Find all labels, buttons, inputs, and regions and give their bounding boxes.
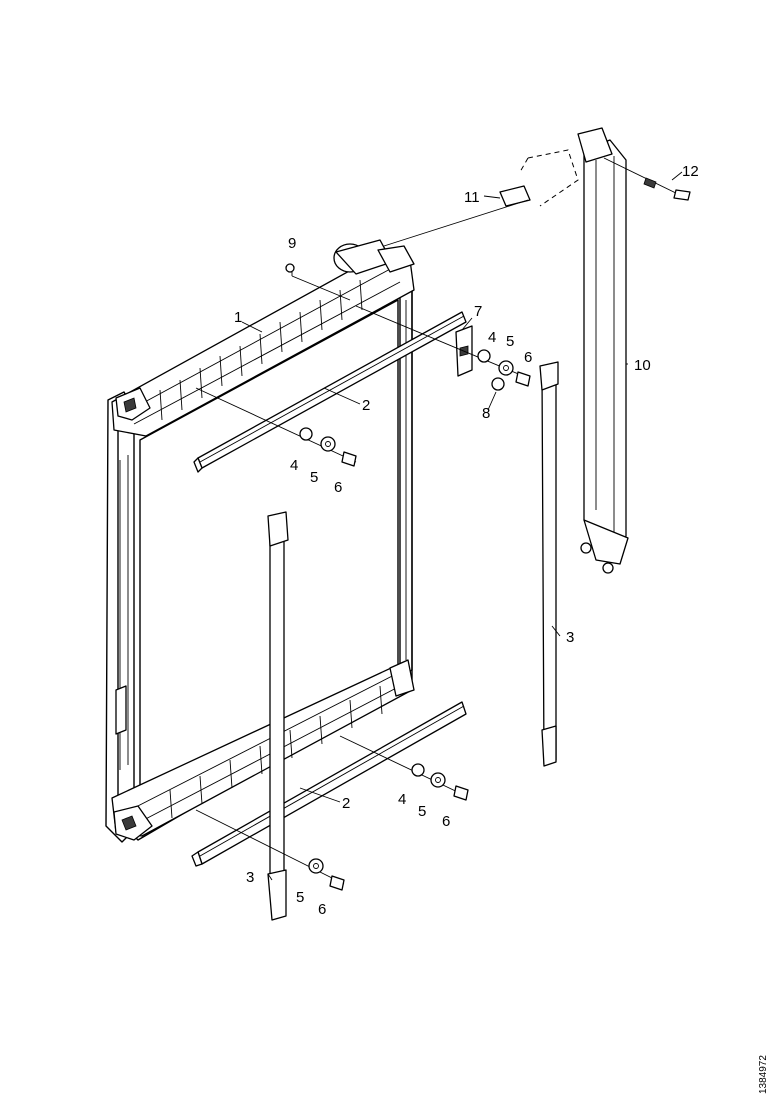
right-vertical-strap	[539, 361, 559, 767]
callout-2-bottom: 2	[342, 795, 350, 812]
bottom-tank-ribs	[169, 685, 383, 819]
callout-12: 12	[682, 163, 699, 180]
small-bracket-part-11	[499, 185, 531, 207]
long-bolt-part-12	[603, 157, 691, 201]
bottom-right-mount	[389, 659, 415, 697]
upper-mounting-bar	[193, 311, 467, 473]
radiator-assembly	[105, 239, 415, 843]
callout-4-mid: 4	[290, 457, 298, 474]
hidden-bracket-outline	[527, 149, 579, 207]
callout-leaders	[241, 171, 683, 881]
callout-6-mid: 6	[334, 479, 342, 496]
callout-3-right: 3	[566, 629, 574, 646]
callout-6-bottom: 6	[442, 813, 450, 830]
hardware-set-bottom	[339, 735, 469, 801]
callout-5-left: 5	[296, 889, 304, 906]
top-right-mount	[377, 245, 415, 273]
left-tank-inlet	[115, 685, 127, 735]
callout-3-left: 3	[246, 869, 254, 886]
callout-9: 9	[288, 235, 296, 252]
figure-reference-number: 1384972	[758, 1055, 769, 1094]
callout-5-topright: 5	[506, 333, 514, 350]
callout-2-top: 2	[362, 397, 370, 414]
top-tank-ribs	[159, 279, 363, 421]
hardware-set-left	[195, 809, 345, 891]
left-vertical-strap	[267, 511, 289, 921]
callout-5-mid: 5	[310, 469, 318, 486]
callout-7: 7	[474, 303, 482, 320]
hardware-set-middle	[195, 387, 357, 467]
side-support-member	[577, 127, 629, 574]
hardware-set-topright	[355, 305, 531, 391]
callout-4-bottom: 4	[398, 791, 406, 808]
callout-8: 8	[482, 405, 490, 422]
callout-5-bottom: 5	[418, 803, 426, 820]
callout-6-left: 6	[318, 901, 326, 918]
bolt-part-9	[285, 263, 351, 301]
callout-6-topright: 6	[524, 349, 532, 366]
callout-10: 10	[634, 357, 651, 374]
upper-bracket-plate	[577, 127, 613, 163]
callout-1: 1	[234, 309, 242, 326]
callout-4-topright: 4	[488, 329, 496, 346]
callout-11: 11	[464, 189, 480, 206]
lower-bracket-plate	[583, 519, 629, 565]
